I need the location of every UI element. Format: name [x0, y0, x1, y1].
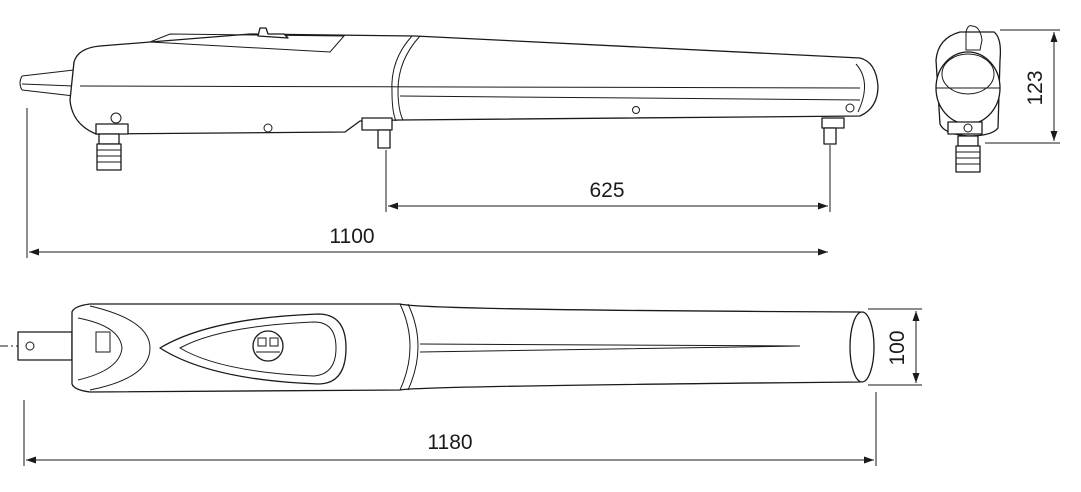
dimension-100-label: 100	[886, 330, 909, 365]
side-view	[19, 27, 879, 171]
dimension-1180-label: 1180	[427, 431, 472, 454]
top-rear-bracket	[17, 331, 73, 361]
dimension-625: 625	[385, 145, 831, 212]
side-body	[69, 33, 879, 135]
side-center-bracket	[361, 117, 393, 149]
end-view	[935, 25, 1002, 173]
dimension-1180: 1180	[23, 392, 877, 466]
dimension-100: 100	[868, 308, 922, 386]
release-knob	[252, 330, 284, 362]
side-cable	[19, 69, 75, 97]
dimension-123: 123	[985, 29, 1060, 144]
side-front-bracket	[821, 117, 845, 145]
camera-logo	[95, 331, 111, 353]
side-rear-bracket	[95, 112, 129, 171]
side-knob	[257, 27, 289, 39]
dimension-1100: 1100	[26, 108, 828, 258]
dimension-625-label: 625	[589, 179, 624, 202]
dimension-123-label: 123	[1024, 70, 1047, 105]
dimension-1100-label: 1100	[329, 225, 374, 248]
top-view	[0, 303, 875, 393]
